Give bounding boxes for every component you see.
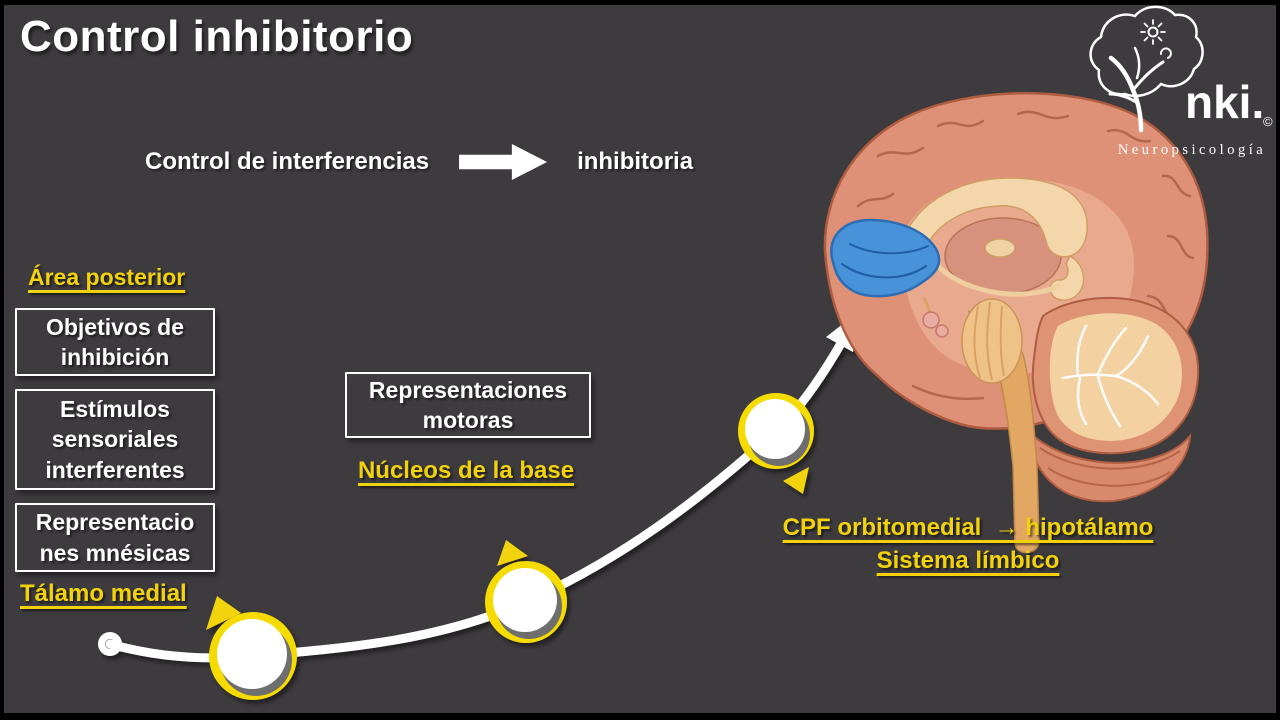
cerebellum bbox=[1031, 296, 1200, 455]
pons-striations bbox=[973, 301, 1005, 381]
interthalamic-adhesion bbox=[984, 238, 1016, 258]
nki-logo: nki. © Neuropsicología bbox=[1089, 5, 1273, 158]
cerebellum-fold-lines bbox=[1039, 447, 1181, 487]
milestone-circle-1 bbox=[209, 612, 297, 700]
milestone-flag-2-icon bbox=[497, 540, 528, 566]
fornix bbox=[935, 263, 1061, 297]
curve-start-ring-icon bbox=[98, 632, 122, 656]
pons bbox=[961, 298, 1023, 384]
logo-registered-mark: © bbox=[1263, 114, 1273, 129]
box-line: nes mnésicas bbox=[39, 539, 191, 566]
pituitary bbox=[922, 311, 940, 329]
highlighted-structure-lines bbox=[841, 243, 929, 279]
heading-talamo-medial: Tálamo medial bbox=[20, 580, 187, 607]
brain-medial-surface bbox=[902, 178, 1134, 374]
thalamus bbox=[944, 217, 1062, 295]
box-estimulos-sensoriales: Estímulos sensoriales interferentes bbox=[15, 389, 215, 490]
milestone-flag-1-icon bbox=[206, 596, 241, 630]
box-line: Representacio bbox=[35, 509, 195, 536]
cerebellum-arbor-branches bbox=[1061, 324, 1160, 428]
cerebellum-folds bbox=[1026, 428, 1192, 503]
milestone-flag-3-icon bbox=[783, 467, 809, 494]
logo-subtitle: Neuropsicología bbox=[1118, 142, 1266, 158]
box-line: motoras bbox=[422, 407, 514, 433]
prefrontal-labels: CPF orbitomedial → hipotálamo Sistema lí… bbox=[763, 514, 1173, 580]
box-line: inhibición bbox=[60, 344, 170, 370]
frame-bar-top bbox=[0, 0, 1280, 5]
brain-gyri-lines bbox=[856, 110, 1195, 401]
corpus-callosum bbox=[897, 177, 1088, 279]
heading-area-posterior: Área posterior bbox=[28, 264, 186, 290]
box-line: Representaciones bbox=[368, 376, 568, 403]
heading-cpf-orbitomedial: CPF orbitomedial → hipotálamo bbox=[782, 514, 1154, 541]
box-representaciones-motoras: Representaciones motoras bbox=[345, 372, 591, 438]
box-representaciones-mnesicas: Representacio nes mnésicas bbox=[15, 503, 215, 572]
block-arrow-right-icon bbox=[459, 144, 548, 180]
cerebellum-arbor bbox=[1049, 313, 1182, 441]
heading-nucleos-de-la-base: Núcleos de la base bbox=[357, 457, 575, 484]
milestone-circle-2 bbox=[485, 561, 567, 643]
flow-left-label: Control de interferencias bbox=[145, 148, 430, 175]
box-line: interferentes bbox=[45, 456, 185, 483]
flow-right-label: inhibitoria bbox=[577, 148, 694, 175]
frame-bar-right bbox=[1276, 0, 1280, 720]
frame-bar-left bbox=[0, 0, 4, 720]
pituitary-stalk bbox=[922, 297, 933, 318]
brain-tree-icon bbox=[1089, 5, 1204, 133]
flow-header: Control de interferencias inhibitoria bbox=[145, 144, 693, 180]
curve-arrowhead-icon bbox=[826, 313, 857, 352]
milestone-circle-3 bbox=[738, 393, 814, 469]
logo-brand-text: nki. bbox=[1185, 76, 1264, 128]
frame-bar-bottom bbox=[0, 713, 1280, 720]
box-objetivos-de-inhibicion: Objetivos de inhibición bbox=[15, 308, 215, 376]
page-title: Control inhibitorio bbox=[20, 12, 414, 61]
box-line: Objetivos de bbox=[45, 313, 185, 340]
heading-sistema-limbico: Sistema límbico bbox=[876, 547, 1060, 574]
box-line: Estímulos bbox=[60, 395, 170, 422]
highlighted-structure-blue bbox=[830, 218, 941, 298]
box-line: sensoriales bbox=[51, 426, 179, 453]
corpus-callosum-splenium bbox=[1049, 254, 1085, 301]
mammillary-body bbox=[935, 324, 949, 338]
brain-illustration bbox=[823, 92, 1209, 554]
brain-cortex bbox=[823, 92, 1209, 430]
